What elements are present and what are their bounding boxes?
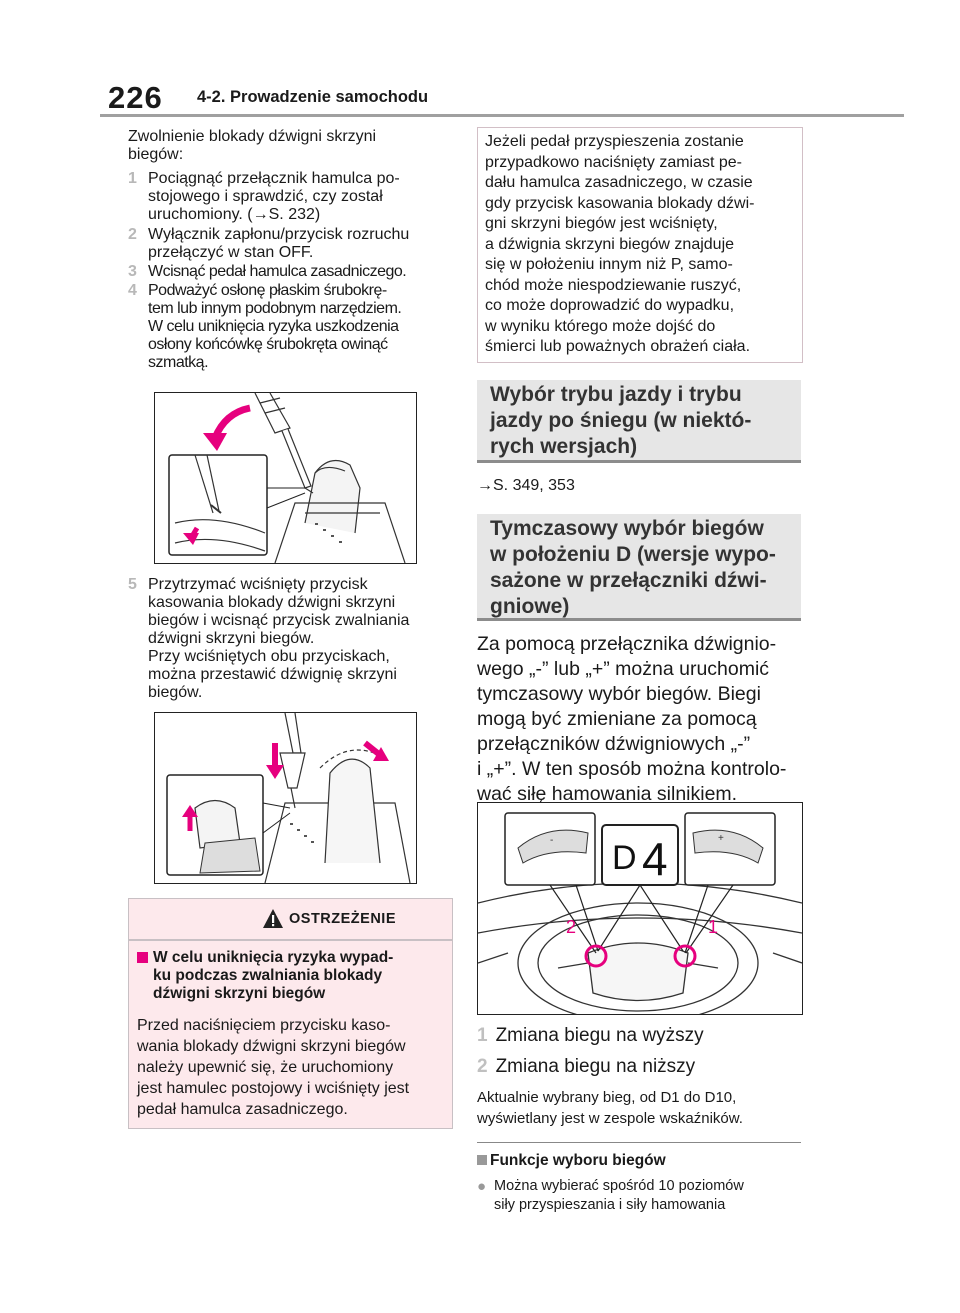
note-text: Jeżeli pedał przyspieszenia zostanie prz… bbox=[485, 133, 755, 355]
step-number: 2 bbox=[128, 226, 137, 243]
subheading: Funkcje wyboru biegów bbox=[477, 1152, 666, 1170]
section-heading-drive-mode: Wybór trybu jazdy i trybu jazdy po śnieg… bbox=[477, 380, 801, 463]
warning-header: OSTRZEŻENIE bbox=[129, 899, 452, 939]
step-number: 3 bbox=[128, 263, 137, 280]
press-buttons-illustration bbox=[166, 712, 411, 884]
page-reference: →S. 349, 353 bbox=[477, 477, 575, 494]
section-heading-temporary-gear: Tymczasowy wybór biegów w położeniu D (w… bbox=[477, 514, 801, 621]
display-d: D bbox=[612, 839, 637, 877]
figure-pry-cover bbox=[154, 392, 417, 564]
steering-paddles-illustration: - + D 4 2 1 bbox=[477, 812, 803, 1024]
divider bbox=[477, 1142, 801, 1143]
paddle-minus-label: - bbox=[550, 835, 553, 846]
warning-separator bbox=[129, 939, 452, 941]
circle-bullet-icon: ● bbox=[477, 1178, 487, 1195]
figure-steering-paddles: - + D 4 2 1 bbox=[477, 802, 803, 1024]
step-number: 1 bbox=[128, 170, 137, 187]
paddle-plus-label: + bbox=[718, 833, 724, 844]
page-number: 226 bbox=[108, 80, 163, 115]
paddle-paragraph: Za pomocą przełącznika dźwignio- wego „-… bbox=[477, 633, 787, 805]
note-box: Jeżeli pedał przyspieszenia zostanie prz… bbox=[477, 127, 803, 363]
warning-body: Przed naciśnięciem przycisku kaso- wania… bbox=[137, 1017, 410, 1118]
pry-cover-illustration bbox=[168, 392, 406, 564]
warning-triangle-icon bbox=[263, 909, 283, 928]
figure-press-buttons bbox=[154, 712, 417, 884]
chapter-title: 4-2. Prowadzenie samochodu bbox=[197, 88, 429, 106]
display-4: 4 bbox=[642, 833, 668, 885]
step-number: 4 bbox=[128, 282, 137, 299]
intro-text: Zwolnienie blokady dźwigni skrzyni biegó… bbox=[128, 128, 377, 163]
square-bullet-icon bbox=[477, 1155, 487, 1165]
warning-box: OSTRZEŻENIE W celu uniknięcia ryzyka wyp… bbox=[128, 898, 453, 1129]
info-text: Aktualnie wybrany bieg, od D1 do D10, wy… bbox=[477, 1089, 743, 1127]
square-bullet-icon bbox=[137, 952, 148, 963]
step-number: 5 bbox=[128, 576, 137, 593]
label-2: 2 bbox=[566, 917, 576, 937]
warning-label: OSTRZEŻENIE bbox=[289, 911, 397, 927]
label-1: 1 bbox=[708, 917, 718, 937]
header-rule bbox=[100, 114, 904, 117]
